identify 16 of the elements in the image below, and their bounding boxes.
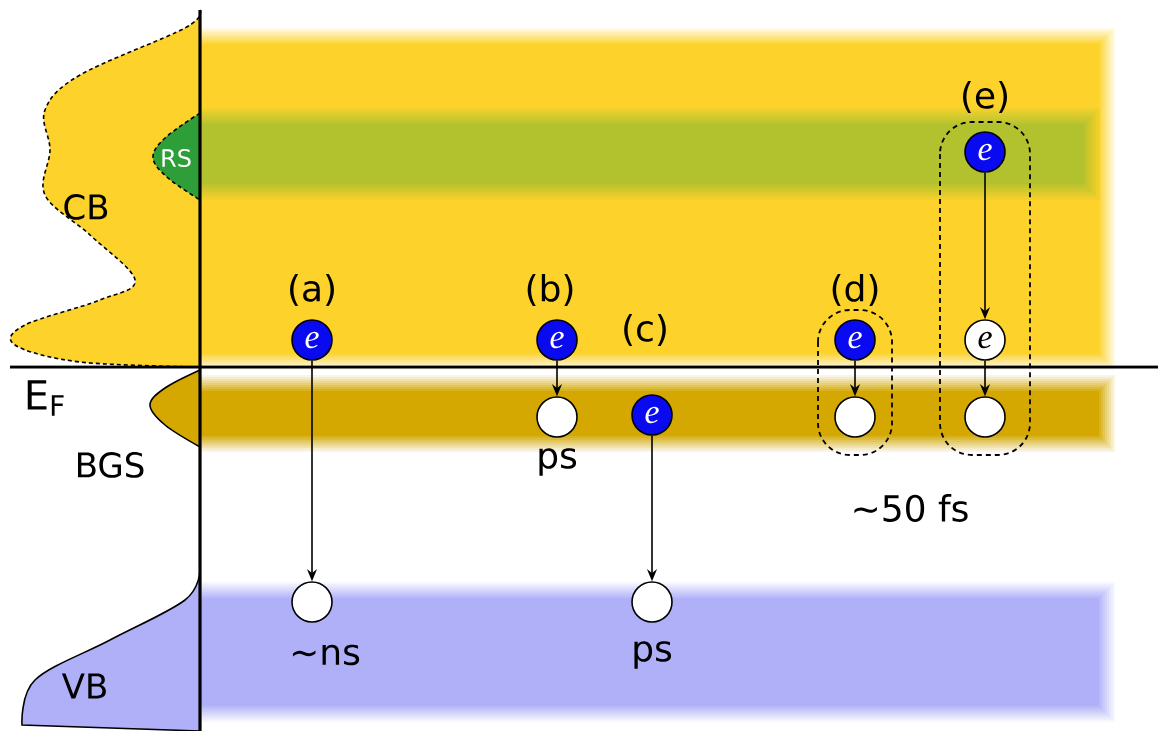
node-label: BGS xyxy=(78,452,144,478)
case-label: (c) xyxy=(624,313,666,346)
dos-peak: BGS xyxy=(78,369,201,478)
time-label: ps xyxy=(539,448,577,476)
time-label: ~ns xyxy=(292,644,360,666)
dos-peak: RS xyxy=(152,112,201,201)
time-label: ps xyxy=(634,641,672,669)
time-label: ~50 fs xyxy=(854,494,968,522)
case-label: (a) xyxy=(290,273,334,306)
hole-circle xyxy=(964,396,1006,438)
case-label: (b) xyxy=(527,273,573,307)
group-label: (e) xyxy=(963,80,1007,113)
energy-level-label: E$_{F}$ xyxy=(27,380,64,416)
hole-circle xyxy=(834,396,876,438)
group-label: (d) xyxy=(832,273,878,307)
dos-curve: VB xyxy=(21,569,201,731)
